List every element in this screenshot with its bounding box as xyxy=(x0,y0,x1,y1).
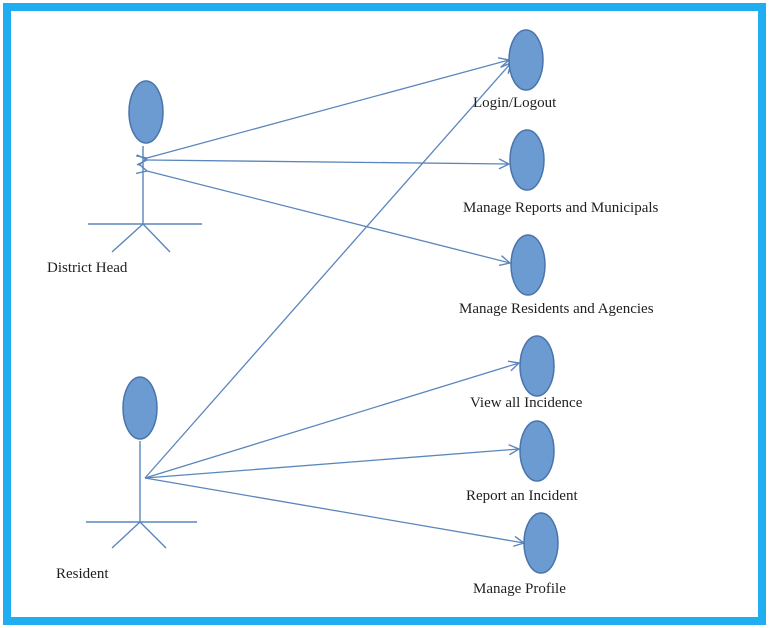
actor-label: District Head xyxy=(47,260,128,276)
use-case-view-incidence: View all Incidence xyxy=(470,335,583,411)
association-res-report xyxy=(144,449,519,479)
actor-resident: Resident xyxy=(56,376,197,582)
actor-left-leg xyxy=(111,521,141,549)
use-case-manage-reports: Manage Reports and Municipals xyxy=(463,129,659,216)
actor-right-leg xyxy=(139,521,167,549)
use-case-label: Report an Incident xyxy=(466,488,578,504)
actor-head-icon xyxy=(128,80,164,144)
associations xyxy=(145,60,524,543)
association-dh-login xyxy=(147,60,509,158)
use-case-ellipse xyxy=(519,420,555,482)
use-case-login-logout: Login/Logout xyxy=(473,29,557,111)
use-case-report-incident: Report an Incident xyxy=(466,420,578,504)
use-case-manage-profile: Manage Profile xyxy=(473,512,566,597)
association-dh-reports xyxy=(147,160,509,164)
use-case-ellipse xyxy=(509,129,545,191)
actor-right-leg xyxy=(142,223,171,253)
actor-left-leg xyxy=(111,223,144,253)
association-res-profile xyxy=(144,477,524,543)
association-res-login xyxy=(144,63,511,479)
actor-head-icon xyxy=(122,376,158,440)
use-case-ellipse xyxy=(510,234,546,296)
association-dh-residents xyxy=(147,171,510,263)
use-case-label: Manage Reports and Municipals xyxy=(463,200,659,216)
use-case-ellipse xyxy=(523,512,559,574)
use-case-ellipse xyxy=(519,335,555,397)
association-res-view xyxy=(144,363,519,479)
use-case-label: View all Incidence xyxy=(470,395,583,411)
use-case-manage-residents: Manage Residents and Agencies xyxy=(459,234,654,317)
actor-label: Resident xyxy=(56,566,109,582)
use-case-label: Login/Logout xyxy=(473,95,557,111)
use-case-label: Manage Profile xyxy=(473,581,566,597)
use-case-ellipse xyxy=(508,29,544,91)
use-case-label: Manage Residents and Agencies xyxy=(459,301,654,317)
